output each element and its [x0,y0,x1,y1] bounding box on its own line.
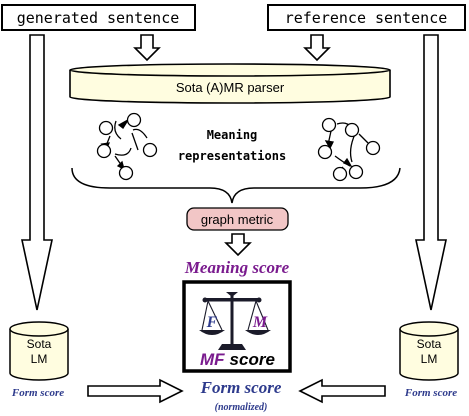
graph-metric-label: graph metric [201,212,274,227]
left-lm-line1: Sota [27,337,52,351]
arrow-reference-to-lm [415,34,447,311]
balance-scale-icon [199,292,271,350]
reference-sentence-label: reference sentence [285,9,448,27]
arrow-reference-to-parser [303,34,331,62]
meaning-reps-line2: representations [178,149,286,163]
form-score-left: Form score [11,387,64,399]
mf-label: MF [200,350,225,369]
generated-sentence-box: generated sentence [1,4,196,31]
mf-score-box: F M MF score [182,280,292,373]
meaning-reps-line1: Meaning [207,128,258,142]
curly-brace [71,167,401,204]
mf-score-text: MF score [200,350,275,369]
right-lm-line1: Sota [417,337,442,351]
form-score-center: Form score [200,378,282,397]
meaning-score-label: Meaning score [184,258,290,277]
right-lm-line2: LM [421,352,438,366]
arrow-generated-to-parser [133,34,161,62]
arrow-left-form-to-center [87,378,184,404]
parser-label: Sota (A)MR parser [176,80,285,95]
reference-sentence-box: reference sentence [267,4,466,31]
form-score-right: Form score [404,387,457,399]
arrow-generated-to-lm [21,34,53,311]
left-lm-line2: LM [31,352,48,366]
generated-sentence-label: generated sentence [17,9,180,27]
scale-letter-m: M [252,314,268,331]
normalized-label: (normalized) [215,402,268,413]
arrow-metric-to-score [224,233,252,257]
graph-metric-box: graph metric [186,207,289,231]
left-meaning-graph-icon [96,112,158,181]
score-label: score [230,350,275,369]
right-meaning-graph-icon [317,117,381,182]
scale-letter-f: F [206,314,218,331]
left-lm-cylinder: Sota LM [9,321,69,381]
parser-cylinder: Sota (A)MR parser [69,63,391,104]
right-lm-cylinder: Sota LM [399,321,459,381]
arrow-right-form-to-center [298,378,386,404]
